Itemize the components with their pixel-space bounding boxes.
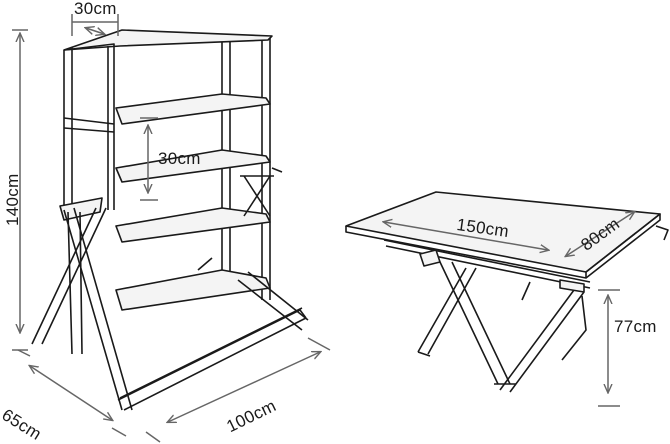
shelf-dimensions (12, 14, 331, 443)
shelf-height-label: 140cm (3, 173, 22, 226)
table-height-label: 77cm (614, 317, 657, 336)
shelf-unit (31, 29, 309, 411)
shelf-depth-label: 30cm (74, 0, 117, 18)
table-dimensions (384, 212, 634, 407)
shelf-spacing-label: 30cm (158, 149, 201, 168)
